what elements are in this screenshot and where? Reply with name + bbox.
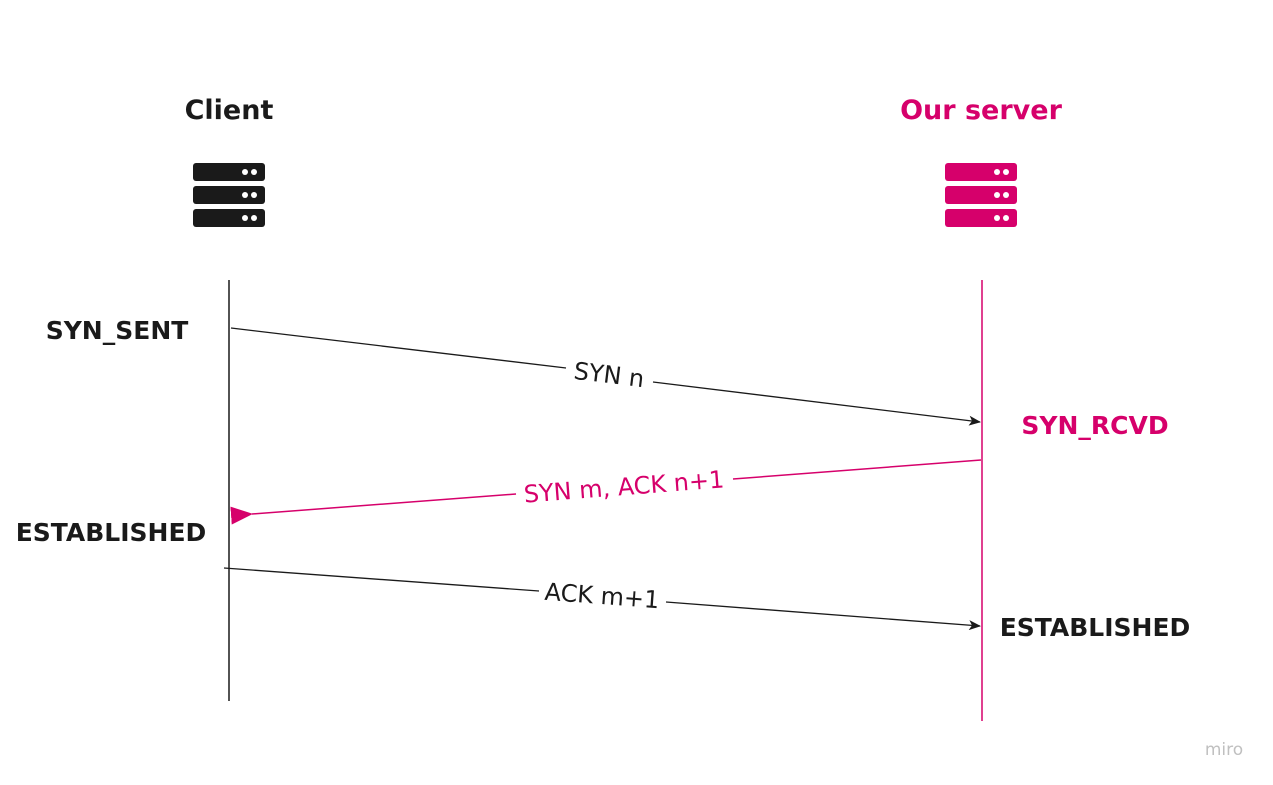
server-server-rack-icon — [945, 163, 1017, 227]
server-state-established: ESTABLISHED — [1000, 613, 1191, 642]
client-state-syn-sent: SYN_SENT — [46, 316, 189, 345]
server-state-syn-rcvd: SYN_RCVD — [1021, 411, 1168, 440]
client-title: Client — [185, 95, 274, 126]
message-syn-label: SYN n — [572, 357, 646, 393]
message-syn: SYN n — [230, 327, 981, 426]
client-server-rack-icon — [193, 163, 265, 227]
message-syn-ack-label: SYN m, ACK n+1 — [523, 465, 725, 508]
client-state-established: ESTABLISHED — [16, 518, 207, 547]
message-syn-ack: SYN m, ACK n+1 — [230, 459, 982, 525]
miro-watermark: miro — [1205, 740, 1243, 760]
message-ack: ACK m+1 — [223, 567, 981, 631]
message-ack-label: ACK m+1 — [544, 578, 661, 614]
server-title: Our server — [900, 95, 1063, 126]
